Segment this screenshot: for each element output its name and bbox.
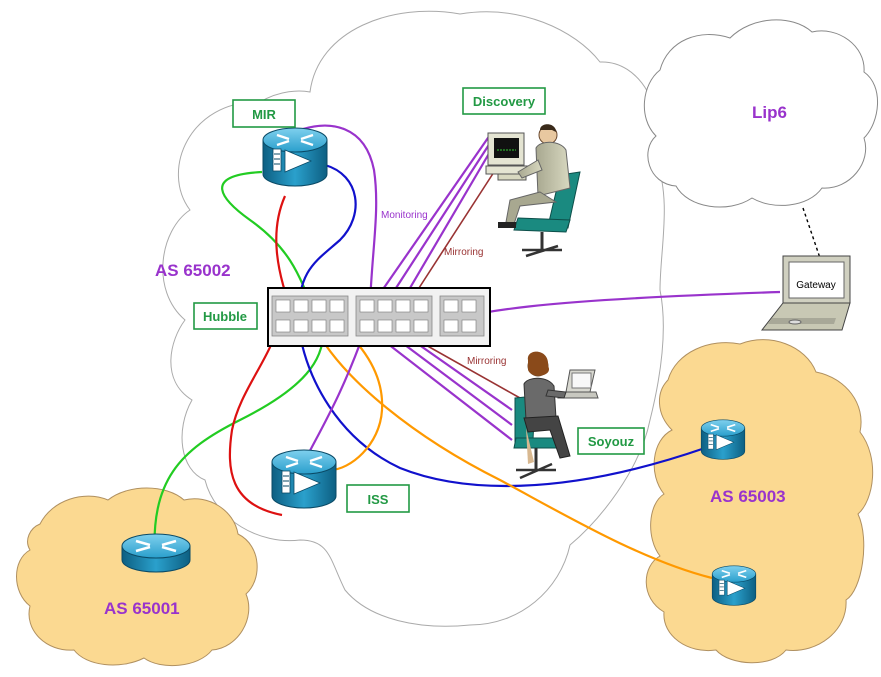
cloud-as65001 [16,487,258,667]
link-dotted-lip6-gateway [802,207,821,259]
gateway-laptop-icon: Gateway [760,255,851,331]
as65001-router-icon [120,532,192,574]
switch-port [377,299,393,313]
switch-port [329,299,345,313]
link-red-iss [228,319,283,517]
cloud-as65003 [645,339,874,664]
switch-port [395,299,411,313]
mir-label: MIR [252,107,276,122]
mirroring-bottom-label: Mirroring [467,356,506,367]
hubble-label-box: Hubble [193,302,258,330]
switch-port [413,299,429,313]
mir-label-box: MIR [232,99,296,128]
monitoring-label: Monitoring [381,210,428,221]
iss-router-icon [270,448,338,510]
discovery-label: Discovery [473,94,536,109]
switch-port [359,299,375,313]
link-brown-discovery [407,171,495,306]
switch-port [377,319,393,333]
soyouz-workstation-icon [513,351,599,480]
link-purple-mir [299,124,378,306]
iss-label: ISS [368,492,389,507]
mirroring-top-label: Mirroring [444,247,483,258]
switch-port [329,319,345,333]
links [153,124,821,580]
link-green-as65001 [153,319,325,561]
switch-port [275,319,291,333]
soyouz-label-box: Soyouz [577,427,645,455]
hubble-switch [267,287,491,347]
link-blue-mir [296,163,357,321]
switch-port [359,319,375,333]
iss-label-box: ISS [346,484,410,513]
as65003-router-top-icon [700,419,746,461]
lip6-label: Lip6 [752,103,787,122]
hubble-label: Hubble [203,309,247,324]
link-purple-discovery-1 [371,134,491,306]
discovery-workstation-icon [485,124,581,258]
as65001-label: AS 65001 [104,599,180,618]
switch-port [293,319,309,333]
switch-port [395,319,411,333]
switch-port [293,299,309,313]
switch-port [275,299,291,313]
link-green-mir [221,170,318,321]
link-purple-soyouz-1 [369,329,513,441]
link-orange-as65003 [311,321,713,580]
link-blue-as65003 [296,321,706,488]
as65002-label: AS 65002 [155,261,231,280]
cloud-lip6 [643,19,878,208]
soyouz-label: Soyouz [588,434,635,449]
switch-port [461,319,477,333]
switch-port [443,319,459,333]
mir-router-icon [261,126,329,188]
switch-port [311,319,327,333]
switch-port [311,299,327,313]
discovery-label-box: Discovery [462,87,546,115]
gateway-label: Gateway [796,280,835,291]
switch-port [413,319,429,333]
link-purple-discovery-2 [384,139,493,306]
switch-port [443,299,459,313]
link-purple-discovery-3 [399,144,495,306]
switch-port [461,299,477,313]
as65003-label: AS 65003 [710,487,786,506]
as65003-router-bottom-icon [711,565,757,607]
